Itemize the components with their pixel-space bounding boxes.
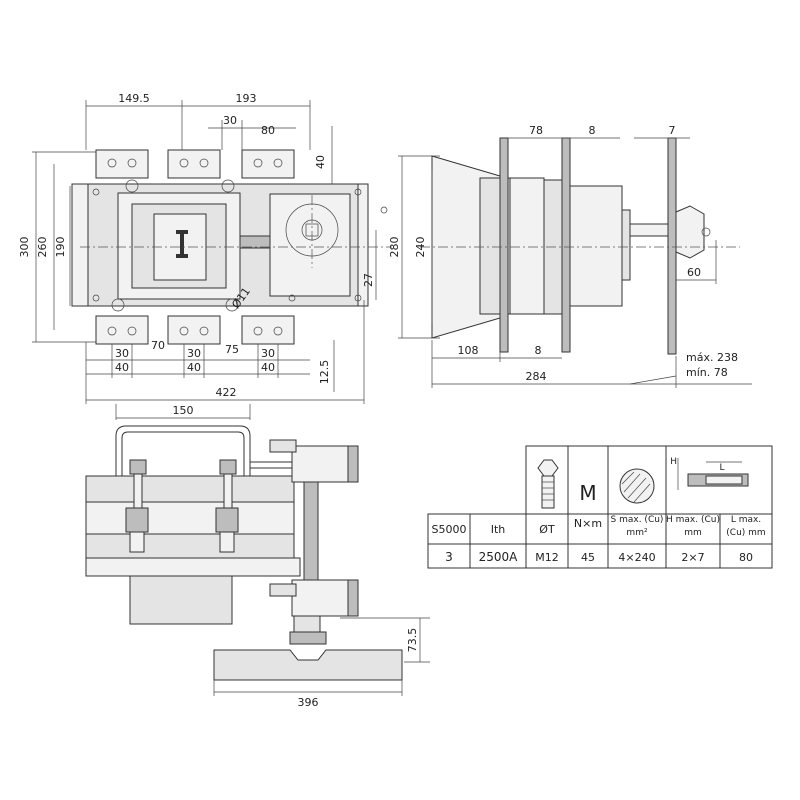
dim-60: 60 [687, 266, 701, 279]
bolt-icon [537, 459, 559, 509]
header-h-max: H max. (Cu) mm [666, 515, 720, 538]
busbar-l-label: L [719, 463, 724, 473]
header-model: S5000 [432, 523, 467, 536]
dim-260: 260 [36, 237, 49, 258]
top-terminal-left [95, 149, 149, 179]
dim-422: 422 [216, 386, 237, 399]
operating-mechanism [269, 193, 351, 297]
contact-layer-1 [85, 475, 295, 503]
header-l-max: L max. (Cu) mm [726, 515, 766, 538]
dim-80-top: 80 [261, 124, 275, 137]
dim-max: máx. 238 [686, 351, 738, 364]
dim-108: 108 [458, 344, 479, 357]
header-cable: S max. (Cu) mm² [610, 515, 664, 538]
dim-12-5: 12.5 [318, 360, 331, 385]
side-view: 280 240 78 8 7 60 108 8 284 máx. 238 mín… [388, 124, 752, 388]
dim-40-bottom-b: 40 [187, 361, 201, 374]
busbar-h-label: H [670, 457, 677, 467]
front-view: 149.5 193 30 80 40 27 12.5 300 260 190 [18, 92, 392, 404]
shaft-housing-top [291, 445, 353, 483]
dim-30-top: 30 [223, 114, 237, 127]
cell-poles: 3 [445, 550, 453, 564]
dim-min: mín. 78 [686, 366, 728, 379]
bottom-terminal-right [241, 315, 295, 345]
dim-30-bottom-a: 30 [115, 347, 129, 360]
dim-75: 75 [225, 343, 239, 356]
dim-73-5: 73.5 [406, 628, 419, 653]
dim-149-5: 149.5 [118, 92, 150, 105]
bottom-terminal-left [95, 315, 149, 345]
cell-h-max: 2×7 [681, 551, 704, 564]
bottom-terminal-mid [167, 315, 221, 345]
header-torque: N×m [574, 517, 602, 530]
dim-280: 280 [388, 237, 401, 258]
cell-torque: 45 [581, 551, 595, 564]
side-plate-b [561, 137, 571, 353]
dim-70: 70 [151, 339, 165, 352]
dim-396: 396 [298, 696, 319, 709]
dim-30-bottom-c: 30 [261, 347, 275, 360]
header-bolt: ØT [539, 523, 555, 536]
dim-27: 27 [362, 273, 375, 287]
header-ith: Ith [491, 523, 506, 536]
dim-30-bottom-b: 30 [187, 347, 201, 360]
dim-150: 150 [173, 404, 194, 417]
busbar-icon: H L [670, 457, 749, 490]
dim-40-bottom-c: 40 [261, 361, 275, 374]
cell-l-max: 80 [739, 551, 753, 564]
handle-plate [213, 649, 403, 681]
cable-section-icon [619, 468, 655, 504]
dim-40-right: 40 [314, 155, 327, 169]
bottom-view: 150 39 [85, 404, 430, 709]
contact-layer-2 [85, 533, 295, 559]
torque-icon: M [579, 481, 596, 505]
handle-symbol [176, 230, 188, 258]
dim-8-bottom: 8 [535, 344, 542, 357]
drive-shaft [303, 481, 319, 583]
door-panel [667, 137, 677, 355]
spec-table: M H L S5000 Ith ØT N×m S max. (Cu) mm² H… [427, 445, 773, 569]
rotary-handle [675, 205, 705, 259]
cell-cable: 4×240 [618, 551, 655, 564]
dim-190: 190 [54, 237, 67, 258]
top-terminal-right [241, 149, 295, 179]
side-plate-a [499, 137, 509, 353]
dim-193: 193 [236, 92, 257, 105]
mechanism-block [129, 575, 233, 625]
dim-40-bottom-a: 40 [115, 361, 129, 374]
dim-8-top: 8 [589, 124, 596, 137]
terminal-bolts [125, 459, 239, 553]
cell-bolt: M12 [535, 551, 559, 564]
top-terminal-mid [167, 149, 221, 179]
dim-78: 78 [529, 124, 543, 137]
dim-240: 240 [414, 237, 427, 258]
dim-7: 7 [669, 124, 676, 137]
dim-300: 300 [18, 237, 31, 258]
cell-current: 2500A [479, 550, 519, 564]
shaft-housing-bottom [291, 579, 353, 617]
dim-284: 284 [526, 370, 547, 383]
